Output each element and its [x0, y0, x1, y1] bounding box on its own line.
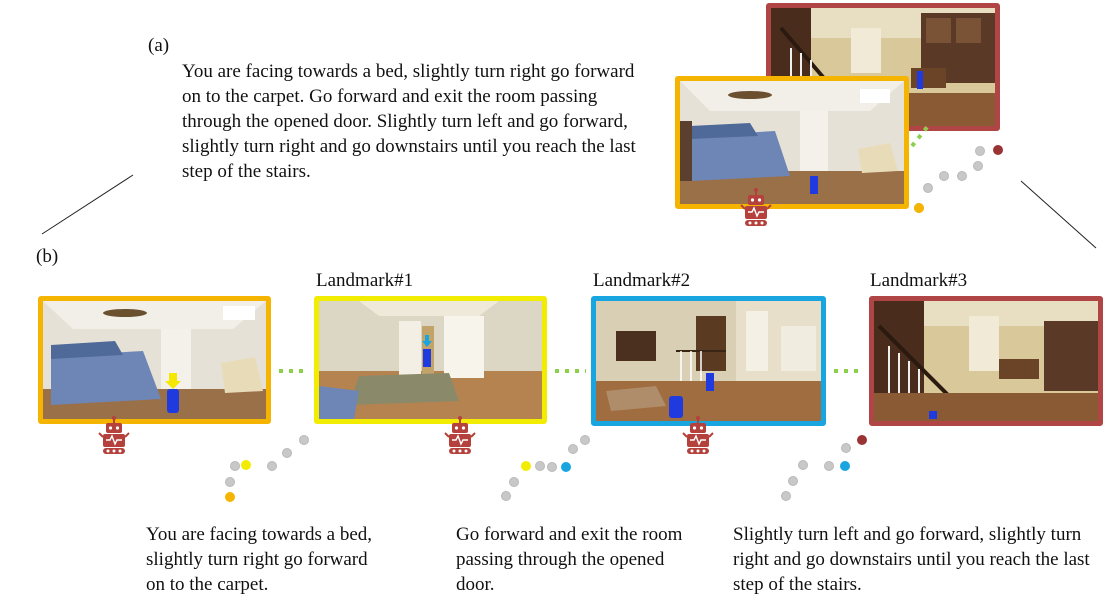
landmark-2-point-b — [840, 461, 850, 471]
kitchen-stairs-scene-image — [874, 301, 1098, 421]
zoom-line-left — [41, 174, 134, 235]
landmark-2-label: Landmark#2 — [593, 270, 691, 291]
bed-scene-image — [680, 81, 904, 204]
zoom-line-right — [1020, 180, 1097, 249]
goal-point — [857, 435, 867, 445]
panel-b-label: (b) — [36, 246, 59, 267]
landmark-1-frame — [314, 296, 547, 424]
stairs-scene-image — [596, 301, 821, 421]
sub-instruction-1: You are facing towards a bed, slightly t… — [146, 524, 373, 595]
goal-frame — [869, 296, 1103, 426]
robot-icon — [444, 415, 476, 455]
landmark-1-point-b — [521, 461, 531, 471]
panel-a-start-point — [914, 203, 924, 213]
robot-icon — [682, 415, 714, 455]
panel-a-start-frame — [675, 76, 909, 209]
robot-icon — [740, 187, 772, 227]
panel-a-instruction: You are facing towards a bed, slightly t… — [182, 61, 636, 182]
sub-instruction-2: Go forward and exit the room passing thr… — [456, 524, 683, 595]
start-frame — [38, 296, 271, 424]
robot-icon — [98, 415, 130, 455]
landmark-2-point — [561, 462, 571, 472]
hallway-scene-image — [319, 301, 542, 419]
link-panel-a — [910, 124, 930, 148]
landmark-3-label: Landmark#3 — [870, 270, 968, 291]
panel-a-label: (a) — [148, 35, 170, 56]
landmark-1-point — [241, 460, 251, 470]
sub-instruction-3: Slightly turn left and go forward, sligh… — [733, 524, 1090, 595]
bed-scene-image — [43, 301, 266, 419]
start-point — [225, 492, 235, 502]
landmark-1-label: Landmark#1 — [316, 270, 414, 291]
panel-a-goal-point — [993, 145, 1003, 155]
landmark-2-frame — [591, 296, 826, 426]
